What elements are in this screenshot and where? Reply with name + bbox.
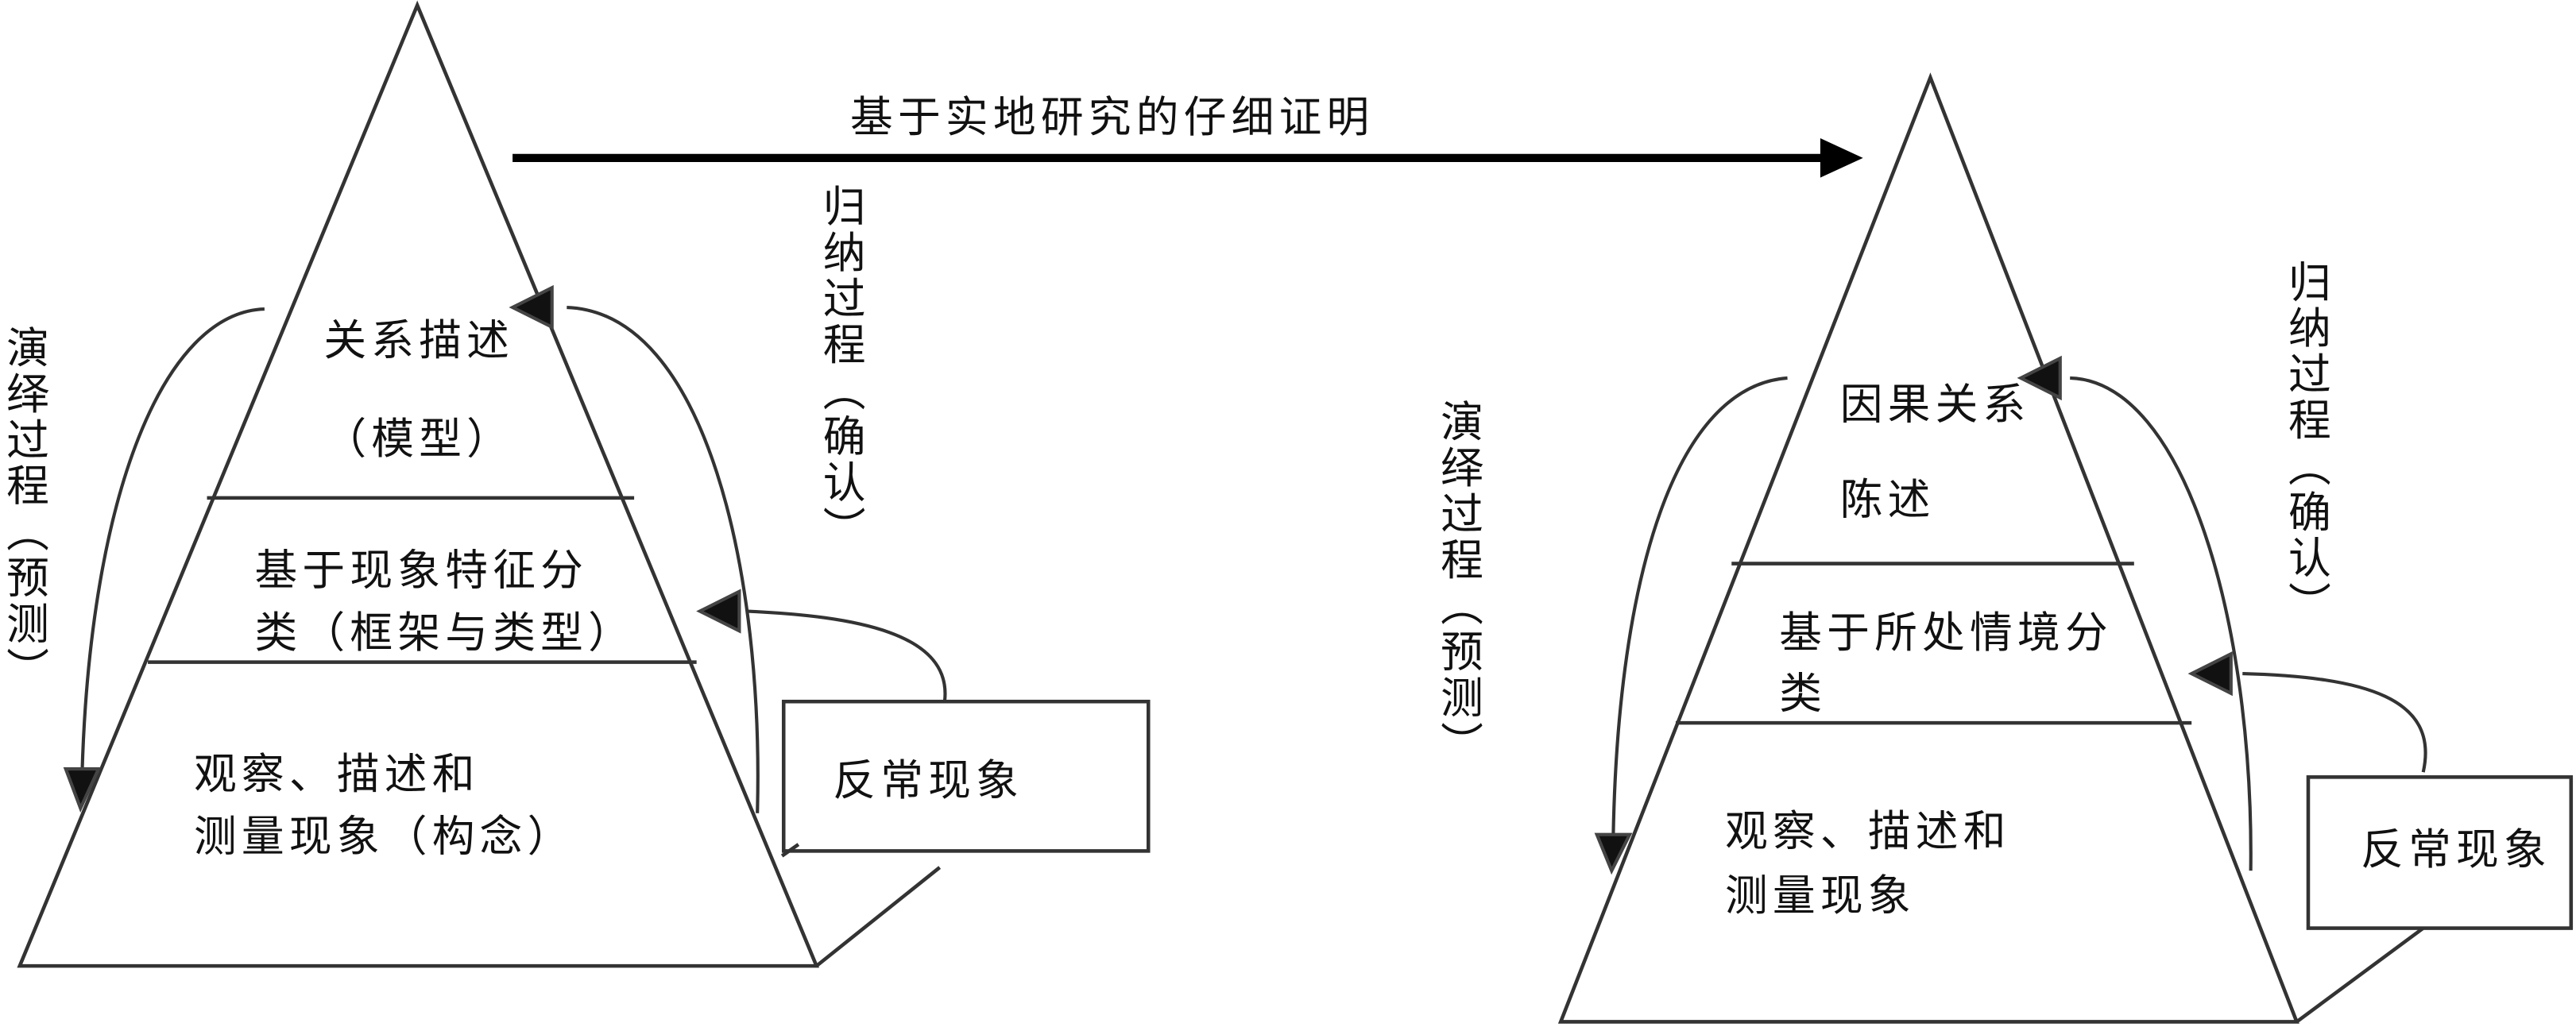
right-induction-arrow (2070, 376, 2253, 871)
left-bottom-layer-line2: 测量现象（构念） (194, 811, 575, 861)
arrow-head-icon (63, 766, 102, 813)
left-middle-layer-line2: 类（框架与类型） (254, 608, 636, 658)
right-middle-layer-line2: 类 (1779, 669, 1827, 719)
left-middle-layer-line1: 基于现象特征分 (254, 545, 588, 595)
arrow-head-icon (2187, 651, 2233, 697)
field-research-arrow (512, 138, 1863, 178)
right-top-layer-line1: 因果关系 (1840, 380, 2031, 430)
right-anomaly-label: 反常现象 (2361, 824, 2551, 874)
right-deduction-arrow (1611, 376, 1788, 835)
right-bottom-layer-line2: 测量现象 (1725, 871, 1916, 921)
arrow-head-icon (2017, 355, 2062, 401)
left-bottom-layer-line1: 观察、描述和 (194, 749, 480, 799)
left-deduction-arrow (80, 307, 265, 773)
left-deduction-label: 演绎过程（预测） (0, 326, 50, 693)
right-top-layer-line2: 陈述 (1840, 475, 1936, 525)
right-induction-label: 归纳过程（确认） (2281, 260, 2331, 627)
field-research-label: 基于实地研究的仔细证明 (850, 92, 1374, 142)
arrow-head-icon (696, 589, 741, 634)
left-induction-arrow (567, 305, 760, 813)
right-middle-layer-line1: 基于所处情境分 (1779, 608, 2113, 658)
left-pyramid (17, 0, 942, 968)
right-bottom-layer-line1: 观察、描述和 (1725, 806, 2011, 856)
right-anomaly-arrow (2242, 672, 2427, 773)
left-top-layer-line1: 关系描述 (323, 315, 514, 365)
left-anomaly-arrow (747, 609, 947, 702)
right-anomaly-box (2306, 775, 2574, 930)
right-pyramid (1557, 72, 2425, 1024)
left-anomaly-box (781, 699, 1151, 853)
arrow-head-icon (509, 284, 554, 330)
right-deduction-label: 演绎过程（预测） (1434, 400, 1484, 767)
arrow-head-icon (1594, 832, 1633, 875)
left-top-layer-line2: （模型） (323, 414, 514, 464)
left-induction-label: 归纳过程（确认） (816, 184, 866, 552)
left-anomaly-label: 反常现象 (833, 755, 1023, 805)
